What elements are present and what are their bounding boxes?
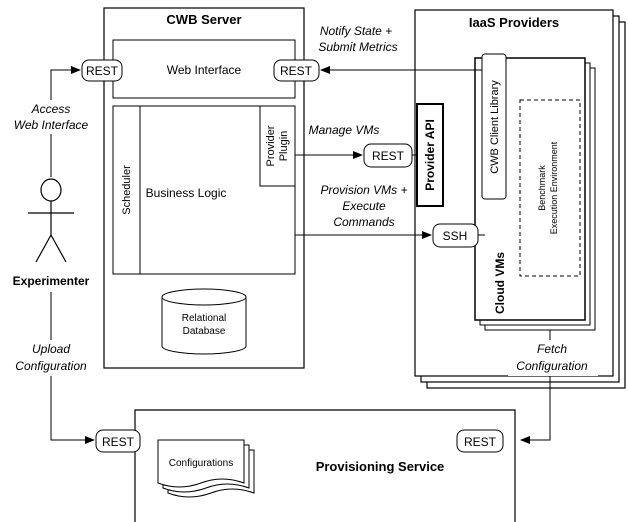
svg-text:REST: REST xyxy=(372,149,405,163)
rest-provisioning-left: REST xyxy=(95,429,141,453)
access-web-interface-edge: Access Web Interface xyxy=(14,66,89,177)
rest-provider-api: REST xyxy=(363,143,413,168)
svg-text:REST: REST xyxy=(86,64,119,78)
manage-vms-label: Manage VMs xyxy=(309,123,380,137)
database-label-line1: Relational xyxy=(182,313,226,324)
rest-provisioning-right: REST xyxy=(456,429,504,453)
svg-text:REST: REST xyxy=(102,435,135,449)
scheduler-label: Scheduler xyxy=(121,165,133,215)
web-interface-box: Web Interface xyxy=(112,39,296,99)
upload-configuration-edge: Upload Configuration xyxy=(10,292,95,444)
relational-database: Relational Database xyxy=(161,288,247,355)
provider-plugin-label-line2: Plugin xyxy=(278,131,290,162)
benchmark-label-line2: Execution Environment xyxy=(549,141,559,234)
benchmark-label-line1: Benchmark xyxy=(537,165,547,211)
business-logic-label: Business Logic xyxy=(146,186,227,200)
access-label-line1: Access xyxy=(31,102,71,116)
cwb-server-title: CWB Server xyxy=(166,12,241,27)
provision-label-line3: Commands xyxy=(333,215,394,229)
fetch-configuration-edge: Fetch Configuration xyxy=(508,330,598,444)
cwb-client-library: CWB Client Library xyxy=(481,53,507,200)
svg-text:REST: REST xyxy=(280,64,313,78)
fetch-label-line2: Configuration xyxy=(516,359,588,373)
provision-label-line2: Execute xyxy=(342,199,386,213)
iaas-providers-title: IaaS Providers xyxy=(469,15,559,30)
upload-label-line1: Upload xyxy=(32,342,70,356)
notify-label-line2: Submit Metrics xyxy=(318,40,397,54)
manage-vms-edge: Manage VMs xyxy=(295,123,380,159)
fetch-label-line1: Fetch xyxy=(537,342,567,356)
provider-api-box: Provider API xyxy=(416,103,444,207)
provision-label-line1: Provision VMs + xyxy=(320,183,407,197)
notify-state-edge: Notify State + Submit Metrics xyxy=(318,24,482,74)
svg-text:SSH: SSH xyxy=(443,229,468,243)
experimenter-label: Experimenter xyxy=(13,274,90,288)
upload-label-line2: Configuration xyxy=(15,359,87,373)
ssh-endpoint: SSH xyxy=(432,223,479,248)
cwb-client-library-label: CWB Client Library xyxy=(489,80,501,174)
provider-plugin-label-line1: Provider xyxy=(265,125,277,166)
notify-label-line1: Notify State + xyxy=(320,24,392,38)
scheduler-box: Scheduler xyxy=(112,105,141,275)
rest-web-left: REST xyxy=(81,59,123,82)
web-interface-label: Web Interface xyxy=(167,63,242,77)
configurations-documents: Configurations xyxy=(157,439,255,498)
provider-plugin-box: Provider Plugin xyxy=(259,105,296,187)
cloud-vms-label: Cloud VMs xyxy=(493,252,507,314)
database-label-line2: Database xyxy=(183,326,226,337)
rest-web-right: REST xyxy=(273,59,320,82)
benchmark-execution-environment: Benchmark Execution Environment xyxy=(519,99,581,277)
provision-vms-edge: Provision VMs + Execute Commands xyxy=(295,183,432,239)
provider-api-label: Provider API xyxy=(423,119,437,191)
experimenter-actor xyxy=(28,178,74,263)
svg-text:REST: REST xyxy=(464,435,497,449)
provisioning-service-box: Provisioning Service xyxy=(134,409,516,522)
configurations-label: Configurations xyxy=(169,458,233,469)
business-logic-box: Business Logic xyxy=(112,105,296,275)
provisioning-service-title: Provisioning Service xyxy=(316,459,445,474)
access-label-line2: Web Interface xyxy=(14,118,89,132)
